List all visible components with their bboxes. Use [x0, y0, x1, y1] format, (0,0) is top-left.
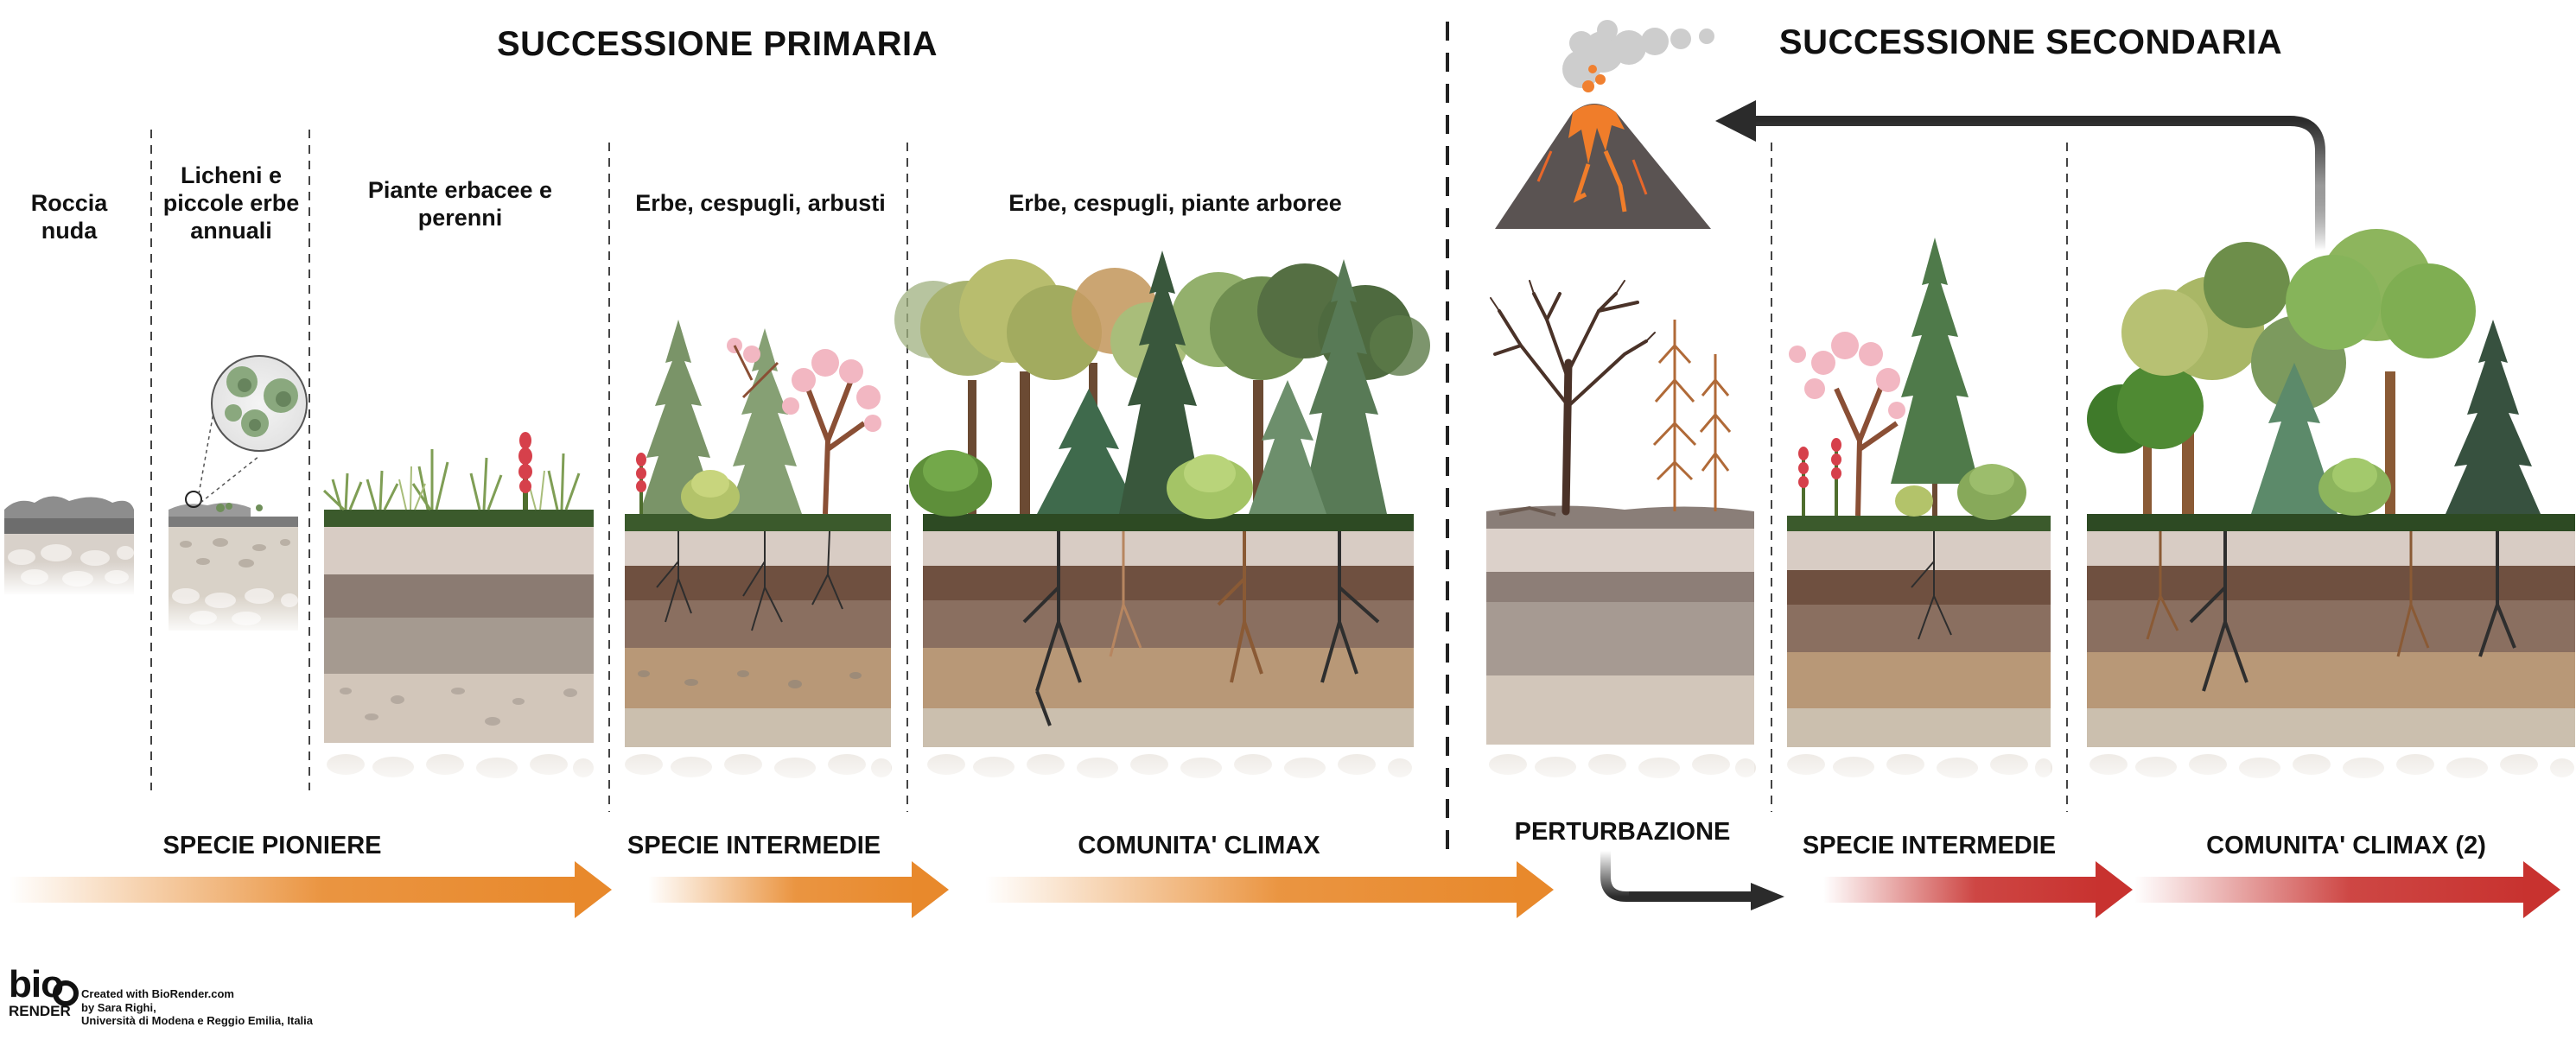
biorender-logo-mark	[53, 980, 79, 1006]
herbaceous-soil	[322, 432, 594, 795]
volcano-illustration	[1495, 20, 1714, 229]
logo-text-render: RENDER	[9, 1003, 71, 1019]
phase-label-specie-intermedie-secondary: SPECIE INTERMEDIE	[1802, 832, 2057, 859]
arrow-comunita-climax-2	[2134, 861, 2560, 918]
bare-rock-soil	[4, 496, 134, 596]
arrow-comunita-climax	[985, 861, 1554, 918]
shrub-soil	[625, 320, 892, 795]
phase-arrows	[9, 851, 2560, 918]
biorender-logo: bio RENDER	[9, 966, 83, 1019]
arrow-perturbazione	[1600, 851, 1784, 910]
disturbed-soil	[1486, 280, 1756, 795]
stage-dividers	[150, 130, 2068, 812]
phase-label-specie-intermedie-primary: SPECIE INTERMEDIE	[627, 832, 881, 859]
credit-line-3: Università di Modena e Reggio Emilia, It…	[81, 1014, 314, 1028]
phase-label-specie-pioniere: SPECIE PIONIERE	[162, 832, 382, 859]
stage-label-erbe-cespugli-arbusti: Erbe, cespugli, arbusti	[635, 190, 886, 216]
title-secondary: SUCCESSIONE SECONDARIA	[1778, 23, 2283, 61]
stage-label-erbe-cespugli-arboree: Erbe, cespugli, piante arboree	[1008, 190, 1342, 216]
stage-label-piante-erbacee: Piante erbacee e perenni	[367, 177, 553, 231]
credit-line-2: by Sara Righi,	[81, 1000, 156, 1014]
return-arrow	[1715, 100, 2325, 250]
arrow-specie-pioniere	[9, 861, 612, 918]
stage-label-roccia-nuda: Roccia nuda	[30, 190, 108, 244]
credits-block: Created with BioRender.com by Sara Righi…	[81, 987, 366, 1028]
phase-label-comunita-climax: COMUNITA' CLIMAX	[1078, 832, 1320, 859]
arrow-specie-intermedie-secondary	[1823, 861, 2133, 918]
credit-line-1: Created with BioRender.com	[81, 987, 234, 1000]
phase-label-comunita-climax-2: COMUNITA' CLIMAX (2)	[2206, 832, 2486, 859]
forest-soil	[894, 250, 1430, 795]
secondary-forest-soil	[2087, 229, 2575, 795]
stage-label-licheni: Licheni e piccole erbe annuali	[162, 162, 300, 244]
lichen-soil	[169, 355, 308, 635]
secondary-shrub-soil	[1787, 238, 2052, 795]
title-primary: SUCCESSIONE PRIMARIA	[496, 25, 938, 63]
logo-text-bio: bio	[9, 963, 64, 1005]
phase-label-perturbazione: PERTURBAZIONE	[1514, 818, 1731, 846]
arrow-specie-intermedie-primary	[648, 861, 949, 918]
